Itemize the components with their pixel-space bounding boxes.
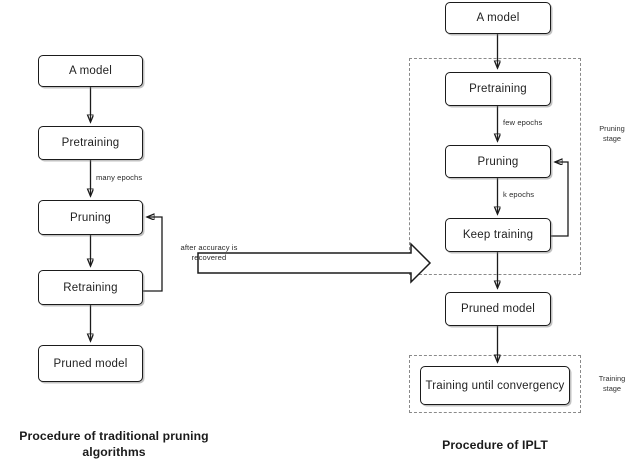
left-node-pruned-model-label: Pruned model <box>53 357 128 370</box>
right-node-pruning-label: Pruning <box>477 155 519 168</box>
right-node-pruned-model-label: Pruned model <box>461 303 535 315</box>
left-node-a-model[interactable]: A model <box>38 55 143 87</box>
left-edge-label-many-epochs: many epochs <box>96 173 143 182</box>
left-node-pruning-label: Pruning <box>69 211 112 224</box>
training-stage-label: Training stage <box>592 374 632 393</box>
left-node-retraining[interactable]: Retraining <box>38 270 143 305</box>
edge-right-keeptraining-loopback-to-pruning <box>551 162 569 237</box>
training-stage-label-line1: Training <box>598 374 626 383</box>
edge-left-retraining-loopback-to-pruning <box>143 217 163 292</box>
right-node-keep-training-label: Keep training <box>462 229 534 241</box>
right-edge-label-few-epochs: few epochs <box>503 118 543 127</box>
right-node-a-model[interactable]: A model <box>445 2 551 34</box>
training-stage-label-line2: stage <box>602 383 622 393</box>
left-node-pruning[interactable]: Pruning <box>38 200 143 235</box>
left-node-pretraining-label: Pretraining <box>61 137 120 149</box>
left-node-retraining-label: Retraining <box>63 281 118 294</box>
right-node-pretraining[interactable]: Pretraining <box>445 72 551 106</box>
pruning-stage-label-line1: Pruning <box>599 124 625 133</box>
pruning-stage-dashed-region <box>409 58 581 275</box>
right-node-training-until-convergency-label: Training until convergency <box>425 379 565 392</box>
left-node-pruned-model[interactable]: Pruned model <box>38 345 143 382</box>
left-edge-label-after-accuracy-is-recovered: after accuracy is recovered <box>180 243 238 262</box>
right-node-training-until-convergency[interactable]: Training until convergency <box>420 366 570 405</box>
pruning-stage-label: Pruning stage <box>592 124 632 143</box>
right-node-a-model-label: A model <box>476 12 520 24</box>
right-node-pretraining-label: Pretraining <box>469 83 527 95</box>
right-edge-label-k-epochs: k epochs <box>503 190 535 199</box>
right-node-pruned-model[interactable]: Pruned model <box>445 292 551 326</box>
right-caption: Procedure of IPLT <box>442 438 548 452</box>
left-node-a-model-label: A model <box>69 65 112 77</box>
pruning-stage-label-line2: stage <box>602 133 622 143</box>
left-caption: Procedure of traditional pruning algorit… <box>19 429 209 459</box>
right-node-pruning[interactable]: Pruning <box>445 145 551 178</box>
right-node-keep-training[interactable]: Keep training <box>445 218 551 252</box>
left-to-right-transition-arrow <box>197 242 432 284</box>
left-node-pretraining[interactable]: Pretraining <box>38 126 143 160</box>
